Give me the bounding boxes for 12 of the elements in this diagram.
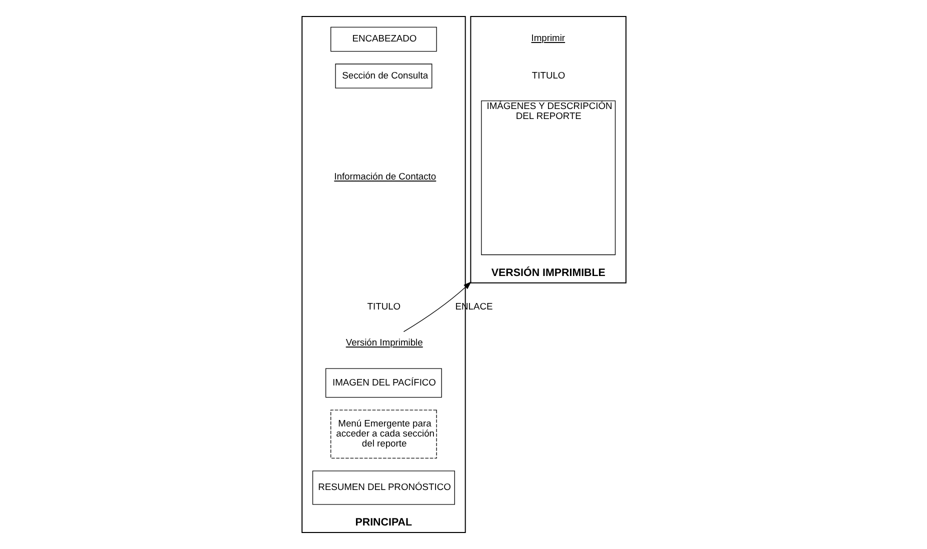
node-text: Versión Imprimible: [345, 338, 422, 348]
node-box: Menú Emergente para acceder a cada sección del reporte: [330, 410, 436, 459]
label: TITULO: [531, 70, 565, 81]
node-box: IMÁGENES Y DESCRIPCIÓN DEL REPORTE: [480, 100, 616, 256]
node-box: RESUMEN DEL PRONÓSTICO: [312, 470, 454, 505]
node-box: IMAGEN DEL PACÍFICO: [324, 368, 442, 398]
label: Información de Contacto: [334, 172, 436, 182]
label: Imprimir: [530, 33, 565, 44]
node-box: Sección de Consulta: [334, 64, 432, 88]
arrow: [402, 282, 471, 332]
node-box: ENCABEZADO: [330, 26, 436, 52]
label: TITULO: [366, 301, 400, 312]
